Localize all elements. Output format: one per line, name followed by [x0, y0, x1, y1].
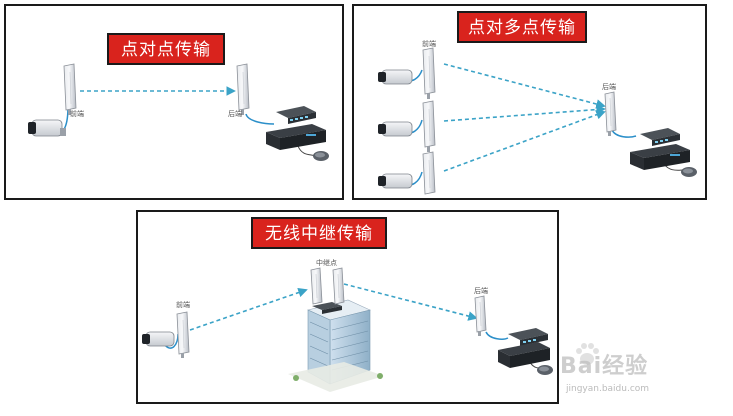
panel-title: 无线中继传输 — [251, 217, 387, 249]
antenna-icon — [236, 63, 250, 115]
back-end-label: 后端 — [474, 287, 488, 295]
nvr-recorder-icon — [630, 144, 690, 170]
network-switch-icon — [640, 128, 680, 146]
camera-icon — [28, 119, 66, 137]
wireless-link — [443, 63, 606, 109]
mouse-icon — [681, 167, 697, 177]
switch-cable — [485, 331, 509, 340]
switch-cable — [611, 129, 637, 138]
antenna-icon — [604, 91, 617, 136]
panel-point-to-multipoint: 点对多点传输 — [352, 4, 707, 200]
scene-point-to-point — [28, 63, 329, 161]
antenna-icon — [310, 267, 323, 305]
antenna-icon — [422, 151, 436, 195]
wireless-link — [189, 287, 308, 331]
switch-cable — [245, 113, 275, 125]
panel-title: 点对点传输 — [107, 33, 225, 65]
mouse-icon — [313, 151, 329, 161]
antenna-icon — [332, 267, 345, 305]
watermark-domain: jingyan.baidu.com — [566, 384, 650, 394]
camera-icon — [378, 69, 413, 85]
network-switch-icon — [508, 328, 548, 346]
antenna-icon — [176, 311, 190, 358]
antenna-icon — [422, 47, 436, 99]
back-end-label: 后端 — [228, 110, 242, 118]
antenna-icon — [474, 295, 487, 336]
back-end-label: 后端 — [602, 83, 616, 91]
mouse-cable — [297, 145, 317, 157]
wireless-link — [443, 110, 606, 172]
wireless-link — [343, 283, 478, 321]
panel-wireless-relay: 无线中继传输 — [136, 210, 559, 404]
mouse-icon — [537, 365, 553, 375]
front-end-label: 前端 — [422, 40, 436, 48]
nvr-recorder-icon — [266, 124, 326, 150]
camera-icon — [378, 121, 413, 137]
office-building-icon — [288, 299, 384, 392]
camera-icon — [142, 331, 175, 347]
antenna-icon — [422, 100, 436, 152]
scene-point-to-multipoint — [378, 47, 697, 195]
network-switch-icon — [276, 106, 316, 124]
front-end-label: 前端 — [176, 301, 190, 309]
antenna-icon — [63, 63, 77, 115]
scene-wireless-relay — [142, 267, 553, 392]
paw-logo-icon — [576, 343, 599, 365]
panel-point-to-point: 点对点传输 — [4, 4, 344, 200]
camera-icon — [378, 173, 413, 189]
nvr-recorder-icon — [498, 342, 550, 368]
watermark-brand: Bai经验 — [560, 354, 649, 379]
front-end-label: 前端 — [70, 110, 84, 118]
relay-point-label: 中继点 — [316, 259, 337, 267]
relay-switch-icon — [312, 302, 342, 314]
panel-title: 点对多点传输 — [457, 11, 587, 43]
wireless-link — [443, 104, 606, 122]
